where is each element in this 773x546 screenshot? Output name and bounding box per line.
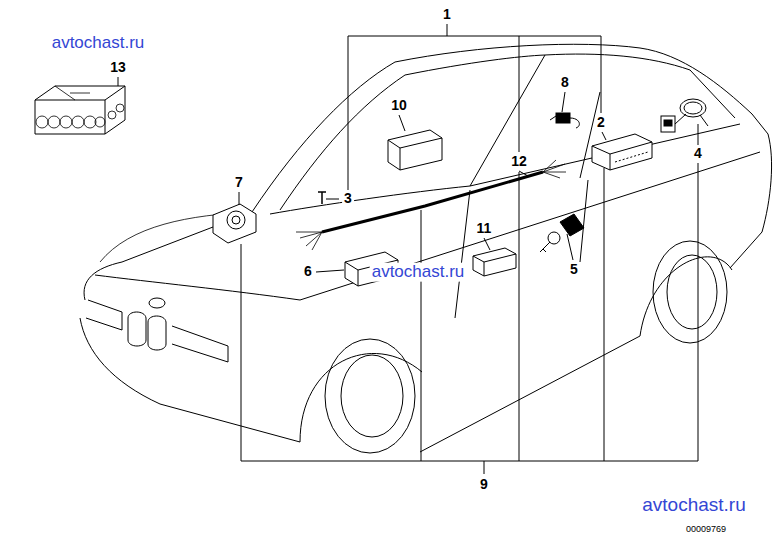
receiver-box: [473, 248, 516, 276]
key-remote: [540, 214, 584, 252]
callout-number: 2: [595, 115, 607, 130]
callout-number: 8: [559, 75, 571, 90]
callout-number: 7: [233, 175, 245, 190]
parts-kit-box: [35, 86, 125, 134]
callout-number: 3: [342, 191, 354, 206]
control-unit: [592, 134, 652, 170]
alarm-module: [388, 130, 442, 170]
wiring-harness: [296, 160, 566, 250]
front-wheel: [325, 339, 415, 453]
watermark: avtochast.ru: [640, 495, 748, 516]
callout-number: 9: [478, 477, 490, 492]
callout-number: 12: [509, 154, 529, 169]
drawing-number: 00009769: [684, 525, 728, 535]
siren: [213, 204, 256, 243]
callout-number: 4: [692, 146, 704, 161]
watermark: avtochast.ru: [370, 263, 467, 282]
rear-wheel: [653, 241, 727, 343]
leader-lines: [118, 77, 698, 272]
callout-number: 11: [475, 221, 494, 236]
callout-number: 10: [389, 98, 409, 113]
bracket-lines: [241, 24, 698, 474]
callout-number: 13: [108, 60, 128, 75]
switch: [550, 113, 579, 128]
tilt-sensor: [661, 99, 708, 132]
car-front: [86, 298, 228, 362]
callout-number: 5: [568, 262, 580, 277]
callout-number: 6: [302, 264, 314, 279]
car-outline: [80, 44, 772, 452]
callout-number: 1: [441, 7, 453, 22]
watermark: avtochast.ru: [50, 34, 147, 53]
